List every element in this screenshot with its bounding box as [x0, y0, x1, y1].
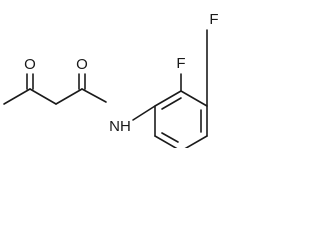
- molecule-diagram: O O NH F F: [0, 0, 250, 148]
- bond-n-ring: [132, 105, 156, 121]
- structure-svg: O O NH F F: [3, 11, 219, 148]
- ring-double-bond-1: [161, 97, 182, 110]
- bond-c4-n: [81, 88, 107, 103]
- atom-o-ketone: O: [24, 56, 36, 73]
- ring-bond-c4-c5: [184, 135, 208, 148]
- atom-f-ortho: F: [176, 55, 185, 72]
- ring-bond-c5-c6: [154, 135, 178, 148]
- atom-nh: NH: [109, 118, 131, 135]
- bond-c3-c4: [55, 88, 83, 105]
- atom-f-top: F: [209, 11, 218, 28]
- ring-double-bond-3: [161, 132, 179, 143]
- atom-o-amide: O: [76, 56, 88, 73]
- bond-methyl-c2: [3, 88, 31, 105]
- bond-c2-c3: [29, 88, 57, 105]
- ring-bond-c2-c3: [180, 90, 208, 107]
- ring-bond-c1-c2: [154, 90, 182, 107]
